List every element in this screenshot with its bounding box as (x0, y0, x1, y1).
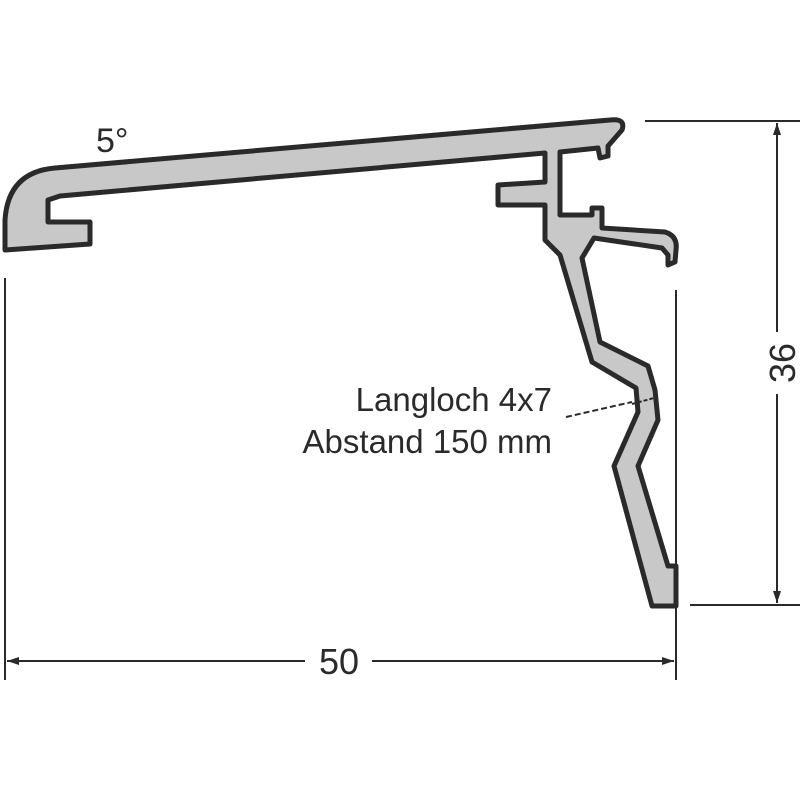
slot-marker (631, 397, 655, 405)
spacing-label: Abstand 150 mm (303, 423, 552, 460)
angle-label: 5° (96, 122, 129, 160)
width-dimension-label: 50 (319, 641, 359, 682)
slot-label: Langloch 4x7 (356, 381, 552, 418)
slot-leader-line (565, 401, 633, 418)
aluminium-profile-section (2, 117, 679, 609)
height-dimension-label: 36 (762, 343, 800, 383)
